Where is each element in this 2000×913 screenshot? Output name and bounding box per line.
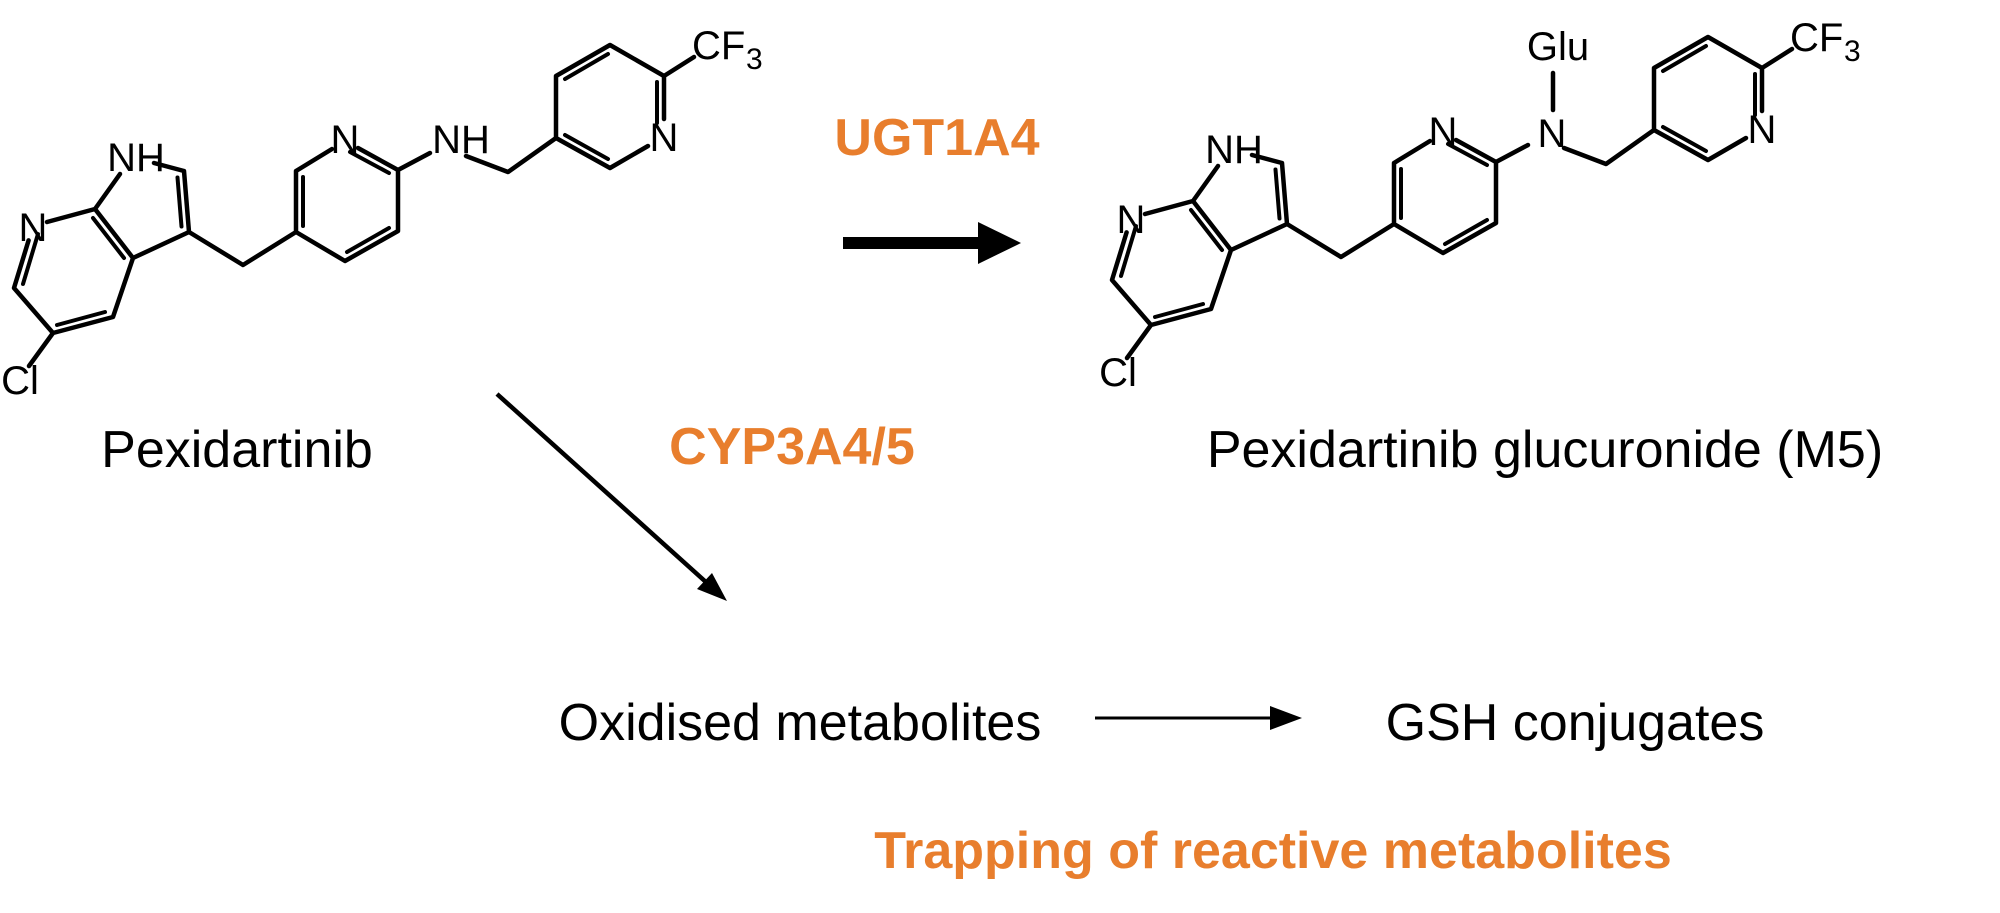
left-molecule-name: Pexidartinib bbox=[101, 421, 373, 479]
enzyme-label-ugt1a4: UGT1A4 bbox=[834, 109, 1039, 167]
enzyme-label-cyp3a45: CYP3A4/5 bbox=[669, 418, 915, 476]
gsh-conjugates-label: GSH conjugates bbox=[1386, 694, 1765, 752]
atom-label-amine-nh: NH bbox=[432, 118, 490, 162]
arrow-head-icon bbox=[1270, 706, 1302, 730]
glucuronidation-arrow bbox=[843, 222, 1021, 264]
arrow-shaft bbox=[495, 392, 709, 585]
trapping-note: Trapping of reactive metabolites bbox=[874, 822, 1672, 880]
arrow-head-icon bbox=[978, 222, 1021, 264]
atom-label-glucuronide: Glu bbox=[1527, 25, 1589, 69]
oxidised-metabolites-label: Oxidised metabolites bbox=[559, 694, 1042, 752]
oxidation-arrow bbox=[495, 392, 727, 601]
gsh-arrow bbox=[1095, 706, 1302, 730]
right-molecule-name: Pexidartinib glucuronide (M5) bbox=[1207, 421, 1883, 479]
molecule-pexidartinib: NH bbox=[1, 24, 763, 403]
molecule-pexidartinib-glucuronide: N Glu bbox=[1099, 16, 1861, 395]
atom-label-amine-n: N bbox=[1538, 112, 1567, 156]
arrow-head-icon bbox=[697, 573, 727, 601]
